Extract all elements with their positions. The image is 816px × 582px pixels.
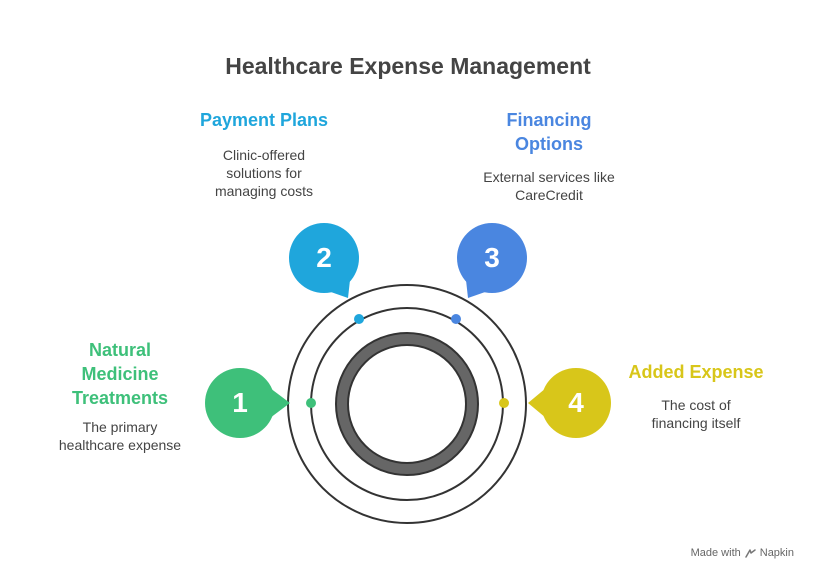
outer-ring [287, 284, 527, 524]
step-4-desc-line-1: The cost of [661, 397, 731, 413]
step-1-desc-line-2: healthcare expense [58, 437, 182, 453]
badge-3 [457, 223, 527, 298]
step-2-number: 2 [316, 242, 332, 273]
napkin-brand-label: Napkin [759, 547, 794, 559]
badge-2 [289, 223, 359, 298]
marker-dot-1 [306, 398, 316, 408]
step-4-number: 4 [568, 387, 584, 418]
made-with-label: Made with [690, 547, 741, 559]
step-3-title-line-2: Options [515, 134, 583, 154]
marker-dot-2 [354, 314, 364, 324]
step-4-desc-line-2: financing itself [651, 415, 741, 431]
step-2-title-line-1: Payment Plans [199, 110, 329, 130]
napkin-logo-icon [745, 548, 756, 558]
step-3-block: Financing Options External services like… [459, 108, 639, 204]
core-ring-outline [335, 332, 479, 476]
step-1-title-line-3: Treatments [71, 388, 169, 408]
step-4-title-line-1: Added Expense [628, 362, 764, 382]
core-ring [336, 333, 478, 475]
made-with-footer: Made with Napkin [691, 547, 794, 559]
step-2-desc-line-1: Clinic-offered [222, 147, 306, 163]
step-2-desc-line-3: managing costs [214, 183, 314, 199]
step-3-desc-line-2: CareCredit [515, 187, 583, 203]
badge-1 [205, 368, 290, 438]
step-2-desc-line-2: solutions for [226, 165, 302, 181]
step-2-block: Payment Plans Clinic-offered solutions f… [184, 108, 344, 200]
step-3-title-line-1: Financing [506, 110, 592, 130]
step-1-title-line-2: Medicine [81, 364, 159, 384]
step-1-block: Natural Medicine Treatments The primary … [40, 338, 200, 454]
marker-dot-4 [499, 398, 509, 408]
step-4-block: Added Expense The cost of financing itse… [616, 360, 776, 432]
step-1-number: 1 [232, 387, 248, 418]
step-1-desc-line-1: The primary [82, 419, 158, 435]
page-title: Healthcare Expense Management [225, 53, 591, 79]
badge-4 [528, 368, 611, 438]
core-ring-inner-outline [347, 344, 467, 464]
step-3-desc-line-1: External services like [483, 169, 615, 185]
step-3-number: 3 [484, 242, 500, 273]
marker-dot-3 [451, 314, 461, 324]
step-1-title-line-1: Natural [88, 340, 151, 360]
